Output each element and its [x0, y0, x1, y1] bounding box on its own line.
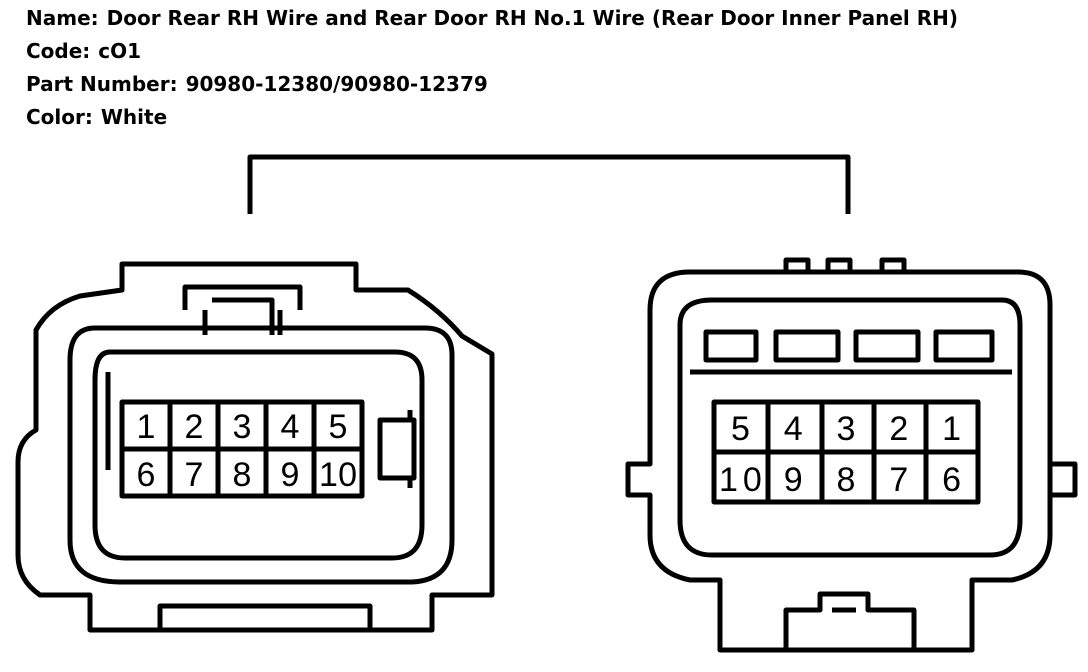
right-pin-1: 1 [942, 410, 961, 448]
color-label: Color: [26, 105, 93, 129]
left-pin-9: 9 [281, 456, 300, 494]
right-key-slot-1 [703, 329, 759, 363]
left-pin-2: 2 [185, 408, 204, 446]
name-value: Door Rear RH Wire and Rear Door RH No.1 … [106, 6, 958, 30]
left-pin-grid [122, 402, 362, 496]
right-pin-4: 4 [784, 410, 803, 448]
right-pin-9: 9 [784, 461, 803, 499]
left-bottom-tab [157, 603, 373, 630]
part-number-label: Part Number: [26, 72, 178, 96]
right-pin-5: 5 [731, 410, 750, 448]
left-connector-outer-shell [15, 261, 495, 633]
code-value: cO1 [98, 39, 142, 63]
right-key-slot-2 [773, 329, 841, 363]
left-pin-6: 6 [137, 456, 156, 494]
left-lock-tab-inner [212, 297, 275, 335]
left-pin-7: 7 [185, 456, 204, 494]
name-label: Name: [26, 6, 99, 30]
color-row: Color: White [26, 101, 958, 134]
part-number-value: 90980-12380/90980-12379 [185, 72, 488, 96]
left-connector-inner-shell [67, 325, 455, 585]
right-connector-outer-shell-right-ear [1050, 461, 1078, 498]
color-value: White [100, 105, 168, 129]
left-pin-4: 4 [281, 408, 300, 446]
right-pin-grid [714, 402, 978, 502]
right-pin-6: 6 [942, 461, 961, 499]
part-number-row: Part Number: 90980-12380/90980-12379 [26, 68, 958, 101]
right-pin-8: 8 [837, 461, 856, 499]
right-connector-inner-shell [677, 297, 1023, 558]
connector-info: Name: Door Rear RH Wire and Rear Door RH … [26, 2, 958, 134]
code-row: Code: cO1 [26, 35, 958, 68]
right-pin-10: 10 [719, 461, 762, 499]
left-pin-3: 3 [233, 408, 252, 446]
left-pin-8: 8 [233, 456, 252, 494]
right-pin-3: 3 [837, 410, 856, 448]
right-connector-outer-shell [625, 269, 1053, 653]
right-pin-7: 7 [889, 461, 908, 499]
left-pin-5: 5 [329, 408, 348, 446]
connection-bracket [247, 154, 851, 214]
left-lock-tab [182, 284, 303, 335]
right-key-slot-4 [933, 329, 995, 363]
left-connector-cavity [92, 349, 425, 561]
right-bottom-lock [783, 591, 917, 650]
left-pin-10: 10 [319, 456, 357, 494]
left-pin-1: 1 [137, 408, 156, 446]
right-top-tabs [783, 257, 907, 272]
right-key-slot-3 [853, 329, 921, 363]
code-label: Code: [26, 39, 91, 63]
name-row: Name: Door Rear RH Wire and Rear Door RH … [26, 2, 958, 35]
left-side-latch [377, 417, 417, 481]
right-pin-2: 2 [889, 410, 908, 448]
